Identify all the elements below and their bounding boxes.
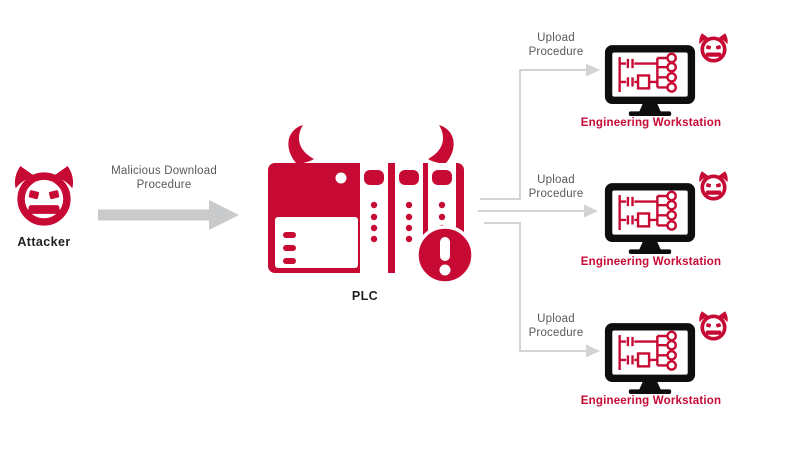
ladder-logic-graphic: [618, 52, 677, 93]
workstation-label-middle: Engineering Workstation: [580, 256, 722, 268]
devil-horn-right: [428, 125, 454, 164]
upload-caption-line1: Upload: [537, 174, 575, 186]
workstation-monitor-icon: [604, 44, 696, 118]
workstation-monitor-icon: [604, 182, 696, 256]
exclamation-warning-icon: [415, 225, 475, 285]
upload-procedure-caption-bottom: Upload Procedure: [506, 313, 606, 340]
ladder-logic-graphic: [618, 330, 677, 371]
download-procedure-caption: Malicious Download Procedure: [93, 165, 235, 192]
workstation-monitor-icon: [604, 322, 696, 396]
infected-devil-icon: [697, 310, 730, 341]
infected-devil-icon: [697, 32, 730, 63]
infected-devil-icon: [697, 170, 730, 201]
upload-procedure-caption-middle: Upload Procedure: [506, 174, 606, 201]
download-arrow-icon: [96, 199, 241, 231]
ladder-logic-graphic: [618, 190, 677, 231]
workstation-label-top: Engineering Workstation: [580, 117, 722, 129]
plc-screen: [275, 217, 358, 268]
devil-horn-left: [288, 125, 314, 164]
attacker-label: Attacker: [17, 235, 71, 249]
upload-procedure-caption-top: Upload Procedure: [506, 32, 606, 59]
download-caption-line1: Malicious Download: [111, 165, 217, 177]
upload-caption-line1: Upload: [537, 313, 575, 325]
upload-caption-line1: Upload: [537, 32, 575, 44]
plc-label: PLC: [351, 289, 379, 303]
upload-caption-line2: Procedure: [528, 326, 584, 339]
plc-device-icon: [266, 125, 478, 287]
download-caption-line2: Procedure: [136, 178, 192, 191]
attacker-devil-icon: [10, 164, 78, 228]
upload-caption-line2: Procedure: [528, 187, 584, 200]
upload-caption-line2: Procedure: [528, 45, 584, 58]
workstation-label-bottom: Engineering Workstation: [580, 395, 722, 407]
